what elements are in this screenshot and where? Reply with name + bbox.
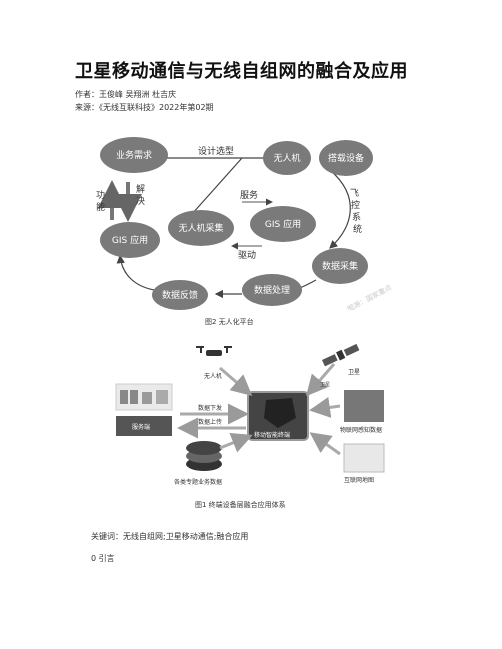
node-process [242, 274, 302, 306]
node-payload [319, 140, 373, 176]
node-uav-collect-label: 无人机采集 [178, 222, 223, 234]
figure-2-caption: 图2 无人化平台 [205, 318, 254, 326]
section-heading: 0 引言 [91, 554, 115, 563]
business-data-icon [186, 441, 222, 471]
label-flight-4: 统 [353, 223, 362, 235]
label-function-2: 能 [96, 201, 105, 213]
keywords-line: 关键词：无线自组网;卫星移动通信;融合应用 [91, 532, 249, 541]
node-gis-left-label: GIS 应用 [112, 234, 148, 246]
label-sat-link: 卫星 [320, 382, 330, 388]
node-uav [263, 141, 311, 175]
label-flight-3: 系 [352, 212, 361, 223]
arrow-uav [219, 366, 253, 396]
node-uav-collect [168, 210, 234, 246]
page-title: 卫星移动通信与无线自组网的融合及应用 [75, 61, 408, 82]
figure-watermark: 图源：国家重点 [346, 283, 392, 310]
figure-1-caption: 图1 终端设备层融合应用体系 [195, 501, 286, 509]
node-feedback-label: 数据反馈 [162, 289, 198, 301]
figure-1-diagram: 无人机 卫星 卫星 数据下发 数据上传 服务端 移动智能终端 物联网感知数据 互… [108, 338, 398, 498]
label-function-1: 功 [96, 190, 105, 201]
node-collect [312, 248, 368, 284]
author-line: 作者：王俊峰 吴翔洲 杜吉庆 [75, 90, 177, 99]
label-solve-1: 解 [136, 183, 145, 195]
label-solve-2: 决 [136, 195, 145, 207]
internet-map-image [343, 443, 385, 473]
node-gis-top [250, 206, 316, 242]
label-design: 设计选型 [198, 145, 234, 157]
node-process-label: 数据处理 [254, 284, 290, 296]
figure-2-diagram: 业务需求 无人机 搭载设备 GIS 应用 无人机采集 GIS 应用 数据采集 数… [92, 128, 392, 310]
source-line: 来源：《无线互联科技》2022年第02期 [75, 103, 214, 112]
satellite-icon [321, 343, 360, 367]
label-satellite: 卫星 [348, 369, 360, 376]
node-payload-label: 搭载设备 [328, 152, 364, 164]
label-server: 服务端 [132, 423, 150, 431]
label-internet: 互联网地图 [344, 476, 374, 484]
node-gis-top-label: GIS 应用 [265, 218, 301, 230]
label-uplink: 数据上传 [198, 418, 222, 426]
uav-icon [196, 346, 232, 356]
node-gis-left [100, 222, 160, 258]
node-feedback [152, 280, 208, 310]
label-drive: 驱动 [238, 250, 256, 261]
label-flight-2: 控 [351, 199, 360, 211]
label-uav: 无人机 [204, 372, 222, 380]
label-iot: 物联网感知数据 [340, 426, 382, 434]
node-collect-label: 数据采集 [322, 260, 358, 272]
edge-design-branch [191, 157, 243, 215]
label-business: 各类专题业务数据 [174, 478, 222, 486]
label-downlink: 数据下发 [198, 404, 222, 412]
arrow-satellite [306, 363, 336, 397]
terminal-map-shape [264, 398, 296, 428]
label-service: 服务 [240, 189, 258, 201]
arrow-business [219, 432, 253, 453]
label-flight-1: 飞 [350, 188, 359, 199]
node-demand-label: 业务需求 [116, 149, 152, 161]
edge-uav-collect [329, 169, 351, 249]
node-uav-label: 无人机 [273, 152, 300, 164]
server-box [116, 416, 172, 436]
iot-image [344, 390, 384, 422]
arrow-iot [309, 397, 341, 418]
node-demand [100, 137, 168, 173]
arrow-internet [309, 432, 341, 456]
edge-feedback-gis [116, 254, 155, 291]
label-terminal: 移动智能终端 [254, 431, 290, 439]
